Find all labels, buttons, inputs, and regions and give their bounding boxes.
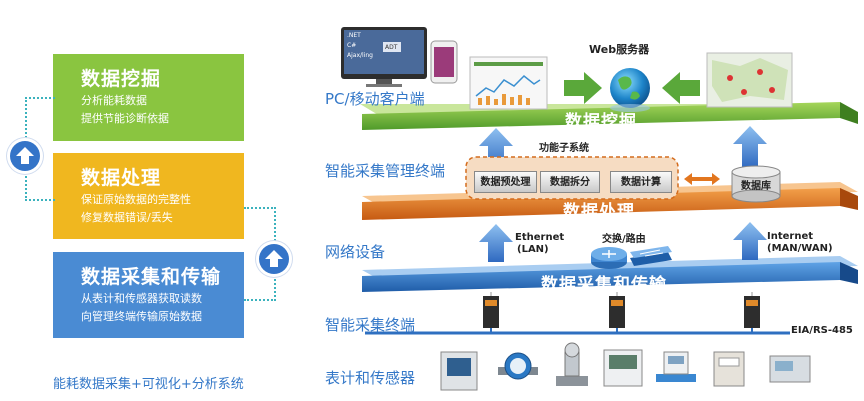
card-title: 数据处理	[81, 167, 162, 189]
power-meter-icon	[440, 351, 478, 391]
card-line: 修复数据错误/丢失	[81, 211, 173, 224]
database-icon	[731, 165, 781, 203]
digital-meter-icon	[603, 349, 643, 387]
layer-label-management: 智能采集管理终端	[325, 162, 446, 180]
card-line: 分析能耗数据	[81, 94, 147, 107]
switch-icon	[630, 246, 672, 266]
card-title: 数据采集和传输	[81, 266, 222, 288]
function-subsystem-label: 功能子系统	[539, 143, 589, 154]
globe-icon	[610, 68, 650, 112]
phone-icon	[430, 40, 458, 84]
gas-meter-icon	[713, 351, 745, 387]
up-arrow-icon	[733, 126, 767, 168]
database-label: 数据库	[741, 181, 771, 192]
function-box-preprocess: 数据预处理	[474, 171, 537, 193]
card-data-mining: 数据挖掘 分析能耗数据 提供节能诊断依据	[53, 54, 244, 141]
monitor-label: Ajax/ling	[347, 52, 373, 59]
internet-label: Internet	[767, 231, 814, 242]
water-meter-icon	[498, 352, 538, 380]
band-label-processing: 数据处理	[563, 202, 635, 222]
up-arrow-icon	[479, 224, 513, 262]
monitor-icon	[341, 27, 427, 87]
up-arrow-icon	[10, 141, 40, 171]
left-arrow-icon	[662, 72, 700, 104]
card-data-transmission: 数据采集和传输 从表计和传感器获取读数 向管理终端传输原始数据	[53, 252, 244, 338]
card-line: 提供节能诊断依据	[81, 112, 169, 125]
up-arrow-icon	[479, 128, 513, 170]
card-data-processing: 数据处理 保证原始数据的完整性 修复数据错误/丢失	[53, 153, 244, 239]
ethernet-label: Ethernet	[515, 232, 565, 243]
internet-label-sub: (MAN/WAN)	[767, 243, 833, 254]
chart-screenshot-icon	[469, 56, 548, 110]
layer-label-network: 网络设备	[325, 243, 386, 261]
router-icon	[591, 247, 627, 269]
layer-label-pc: PC/移动客户端	[325, 90, 425, 108]
collector-device-icon	[744, 292, 760, 333]
heat-meter-icon	[656, 351, 696, 382]
right-arrow-icon	[564, 72, 602, 104]
card-title: 数据挖掘	[81, 68, 162, 90]
sensor-icon	[769, 355, 811, 383]
band-label-mining: 数据挖掘	[565, 112, 637, 132]
function-box-calc: 数据计算	[610, 171, 672, 193]
band-label-transmission: 数据采集和传输	[541, 275, 667, 295]
bus-label: EIA/RS-485	[791, 325, 853, 336]
layer-label-collector: 智能采集终端	[325, 316, 416, 334]
collector-device-icon	[483, 292, 499, 333]
card-line: 保证原始数据的完整性	[81, 193, 191, 206]
monitor-label: C#	[347, 42, 357, 49]
ethernet-label-sub: (LAN)	[517, 244, 549, 255]
flow-meter-icon	[556, 342, 588, 386]
up-arrow-icon	[733, 222, 767, 260]
monitor-label: ADT	[385, 44, 398, 51]
switch-router-label: 交换/路由	[602, 234, 646, 245]
collector-device-icon	[609, 292, 625, 333]
system-caption: 能耗数据采集+可视化+分析系统	[53, 377, 244, 392]
web-server-label: Web服务器	[589, 43, 650, 56]
up-arrow-icon	[259, 244, 289, 274]
function-box-split: 数据拆分	[540, 171, 600, 193]
double-arrow-icon	[684, 173, 720, 185]
layer-label-meters: 表计和传感器	[325, 369, 416, 387]
map-screenshot-icon	[706, 52, 793, 108]
card-line: 向管理终端传输原始数据	[81, 310, 202, 323]
monitor-label: .NET	[347, 32, 361, 39]
card-line: 从表计和传感器获取读数	[81, 292, 202, 305]
